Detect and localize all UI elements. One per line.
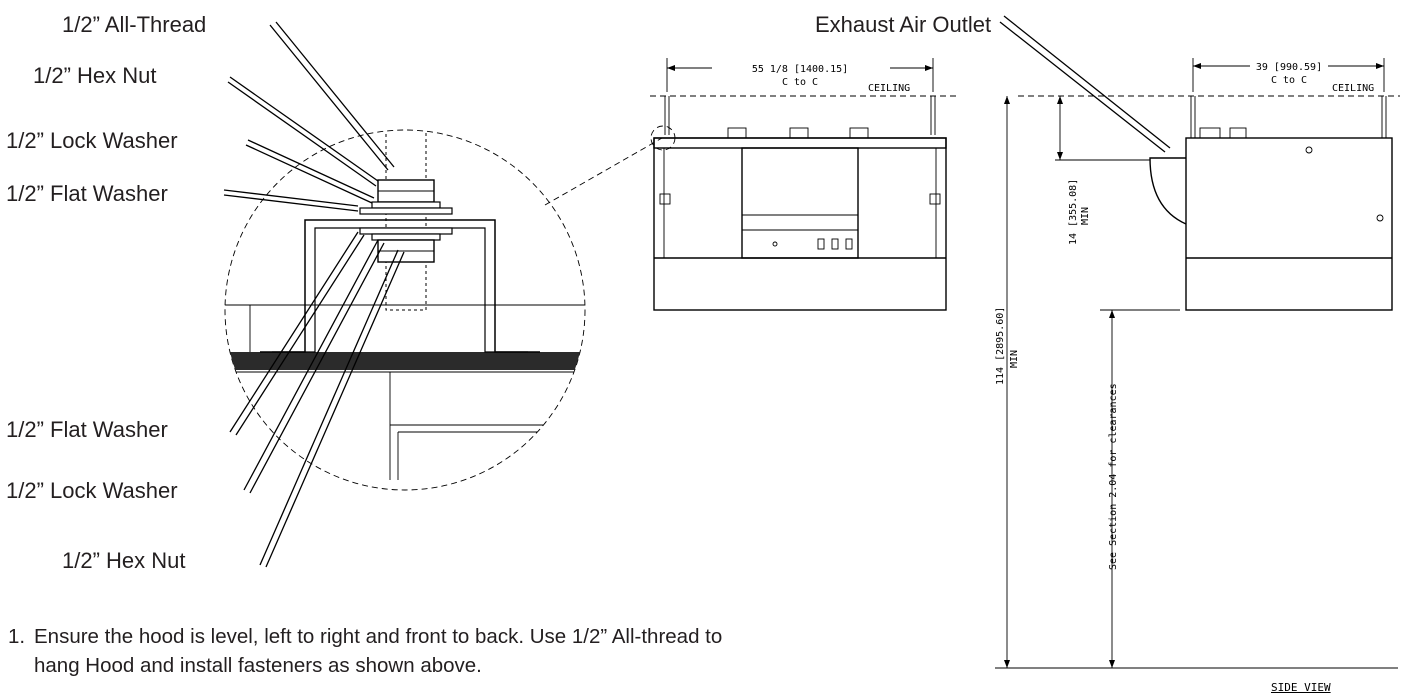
lock-washer-top xyxy=(371,201,441,209)
instruction-line-2: hang Hood and install fasteners as shown… xyxy=(34,654,482,677)
front-width-dim: 55 1/8 [1400.15] xyxy=(752,64,848,75)
side-ceiling: CEILING xyxy=(1332,83,1374,94)
flat-washer-top xyxy=(359,207,453,215)
detail-circle xyxy=(224,129,586,491)
instruction-number: 1. xyxy=(8,625,26,648)
side-width-dim: 39 [990.59] xyxy=(1256,62,1322,73)
front-width-sub: C to C xyxy=(782,77,818,88)
fastener-detail xyxy=(224,129,663,491)
callout-flat-washer-top: 1/2” Flat Washer xyxy=(6,181,168,206)
front-view: 55 1/8 [1400.15] C to C CEILING xyxy=(650,58,958,311)
side-height-label: MIN xyxy=(1009,350,1020,368)
flat-washer-bottom xyxy=(359,227,453,235)
side-view: 39 [990.59] C to C CEILING 14 [355.08] M… xyxy=(995,58,1400,669)
instruction-text: 1. Ensure the hood is level, left to righ… xyxy=(8,622,1018,680)
callout-exhaust-air-outlet: Exhaust Air Outlet xyxy=(815,12,992,37)
front-ceiling: CEILING xyxy=(868,83,910,94)
side-view-title: SIDE VIEW xyxy=(1271,681,1331,694)
callout-lock-washer-bottom: 1/2” Lock Washer xyxy=(6,478,178,503)
side-hood-body xyxy=(1185,137,1393,311)
exhaust-outlet xyxy=(1149,157,1187,225)
side-min-label: MIN xyxy=(1080,207,1091,225)
callout-all-thread: 1/2” All-Thread xyxy=(62,12,207,37)
callout-lock-washer-top: 1/2” Lock Washer xyxy=(6,128,178,153)
side-height-dim: 114 [2895.60] xyxy=(995,307,1006,385)
lock-washer-bottom xyxy=(371,233,441,241)
side-clearance-note: See Section 2.04 for clearances xyxy=(1108,383,1119,570)
callout-leaders xyxy=(223,15,1171,568)
side-min-dim: 14 [355.08] xyxy=(1068,179,1079,245)
callout-hex-nut-bottom: 1/2” Hex Nut xyxy=(62,548,186,573)
instruction-line-1: Ensure the hood is level, left to right … xyxy=(34,625,723,648)
side-width-sub: C to C xyxy=(1271,75,1307,86)
front-center-panel xyxy=(741,147,859,259)
all-thread-rod xyxy=(385,130,427,311)
callout-flat-washer-bottom: 1/2” Flat Washer xyxy=(6,417,168,442)
front-hood-body xyxy=(653,137,947,311)
callout-hex-nut-top: 1/2” Hex Nut xyxy=(33,63,157,88)
